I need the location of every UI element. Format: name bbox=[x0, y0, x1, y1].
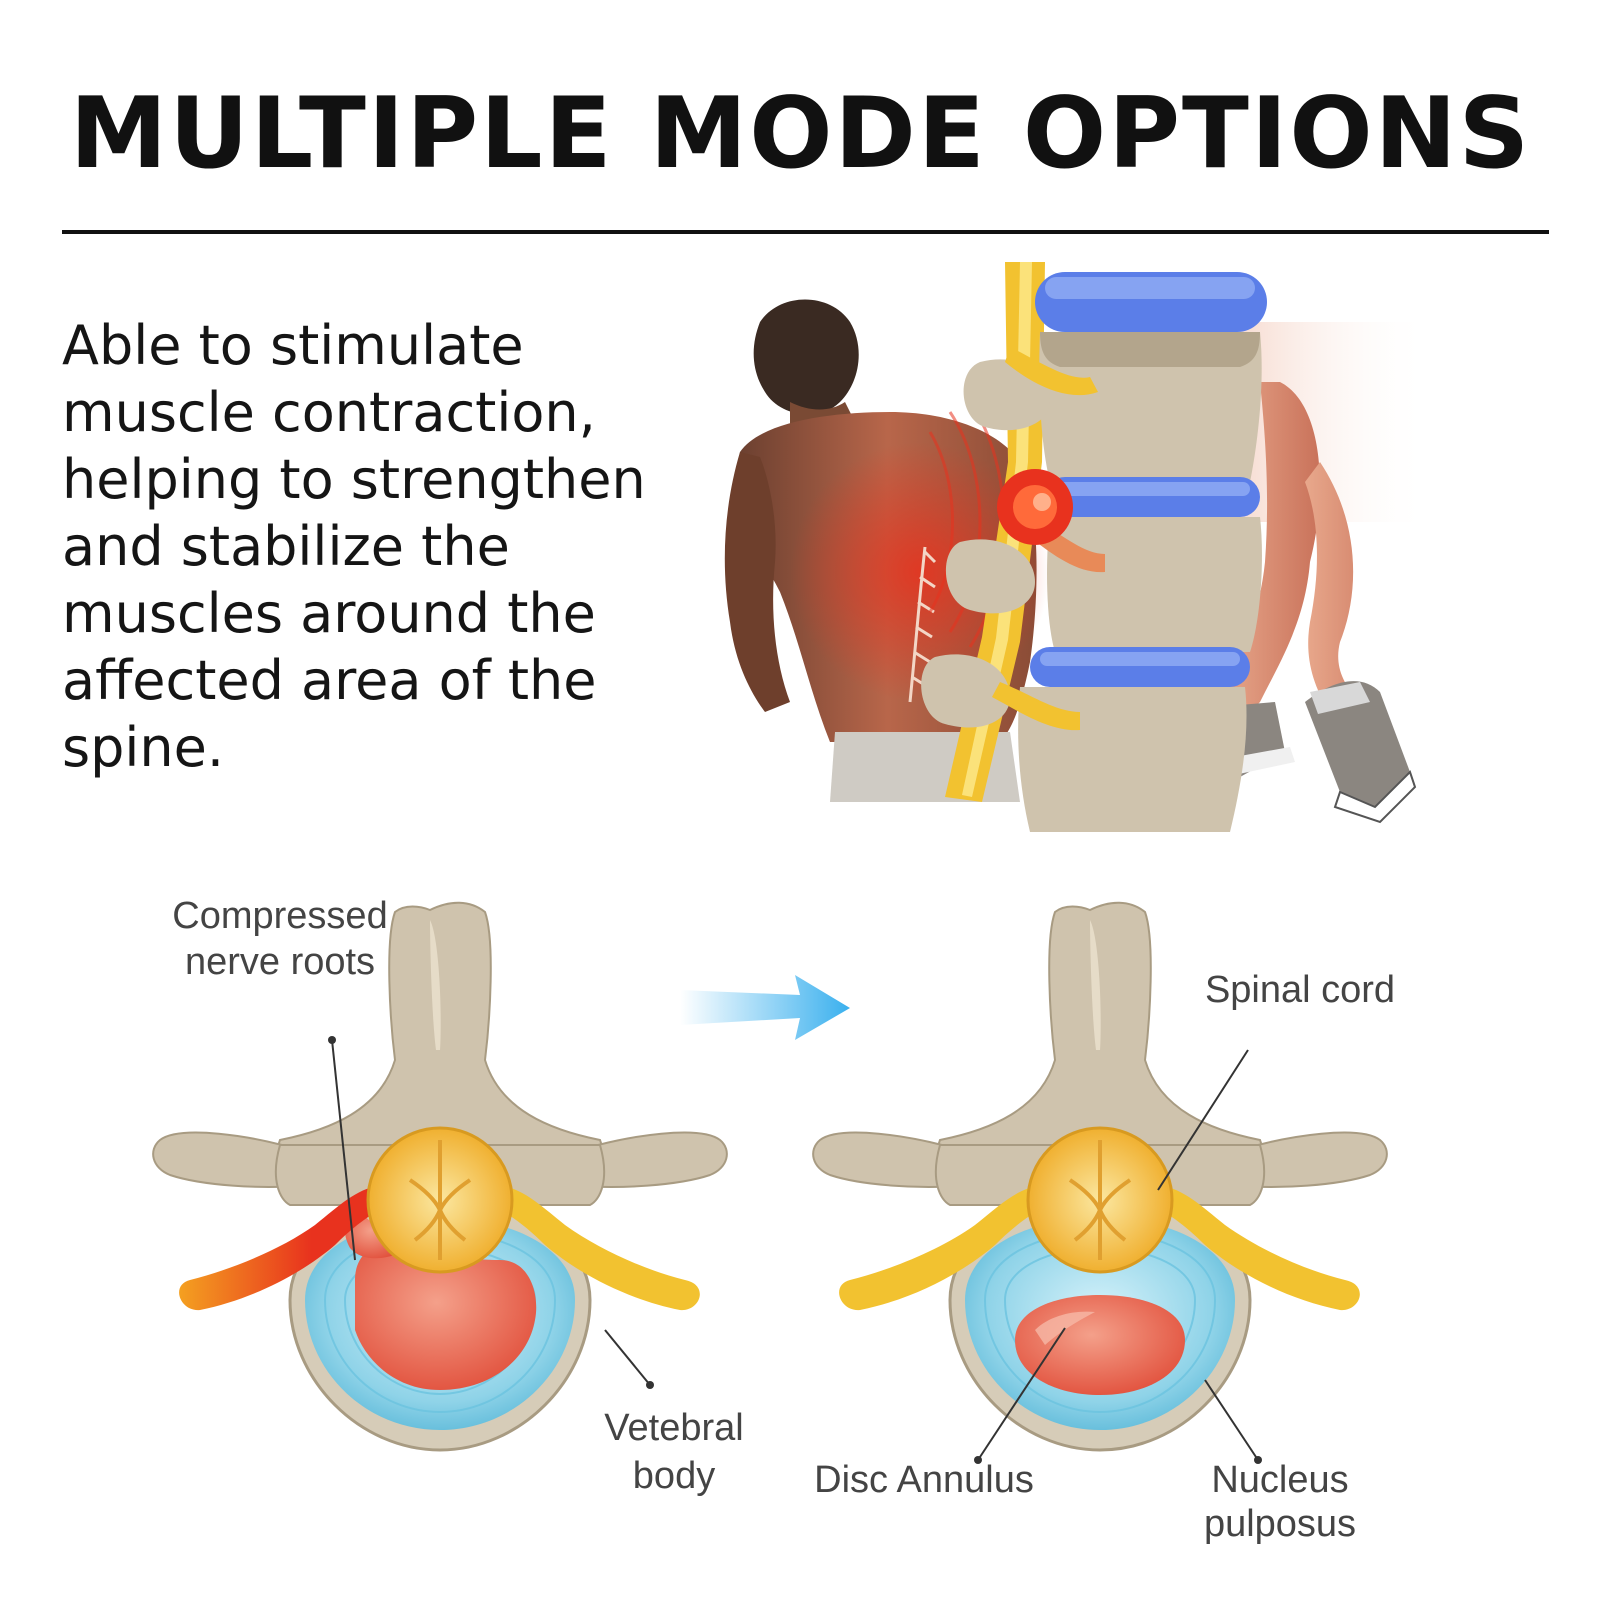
vertebrae-stack bbox=[921, 272, 1267, 832]
label-disc-annulus: Disc Annulus bbox=[814, 1459, 1034, 1501]
description-line: helping to strengthen bbox=[62, 448, 646, 511]
description-line: spine. bbox=[62, 716, 225, 779]
description-line: muscle contraction, bbox=[62, 381, 596, 444]
label-compressed-nerve-roots-line1: Compressed bbox=[172, 900, 387, 937]
left-vertebra-herniated bbox=[151, 901, 729, 1452]
label-nucleus-pulposus-line1: Nucleus bbox=[1211, 1459, 1348, 1501]
man-figure bbox=[724, 299, 1050, 802]
right-vertebra-healthy bbox=[811, 901, 1389, 1464]
label-spinal-cord: Spinal cord bbox=[1205, 969, 1395, 1011]
page-title: MULTIPLE MODE OPTIONS bbox=[69, 77, 1532, 191]
transition-arrow-icon bbox=[680, 975, 850, 1040]
title-divider bbox=[62, 230, 1549, 234]
label-vetebral-body-line2: body bbox=[633, 1455, 715, 1497]
back-pain-illustration bbox=[724, 262, 1430, 832]
label-vetebral-body-line1: Vetebral bbox=[604, 1407, 743, 1449]
description-line: Able to stimulate bbox=[62, 314, 524, 377]
description-paragraph: Able to stimulate muscle contraction, he… bbox=[62, 312, 702, 781]
description-line: muscles around the bbox=[62, 582, 596, 645]
herniated-disc-diagram: Compressed nerve roots Vetebral body Spi… bbox=[151, 900, 1395, 1545]
description-line: affected area of the bbox=[62, 649, 597, 712]
label-compressed-nerve-roots-line2: nerve roots bbox=[185, 941, 375, 983]
description-line: and stabilize the bbox=[62, 515, 510, 578]
label-nucleus-pulposus-line2: pulposus bbox=[1204, 1503, 1356, 1545]
